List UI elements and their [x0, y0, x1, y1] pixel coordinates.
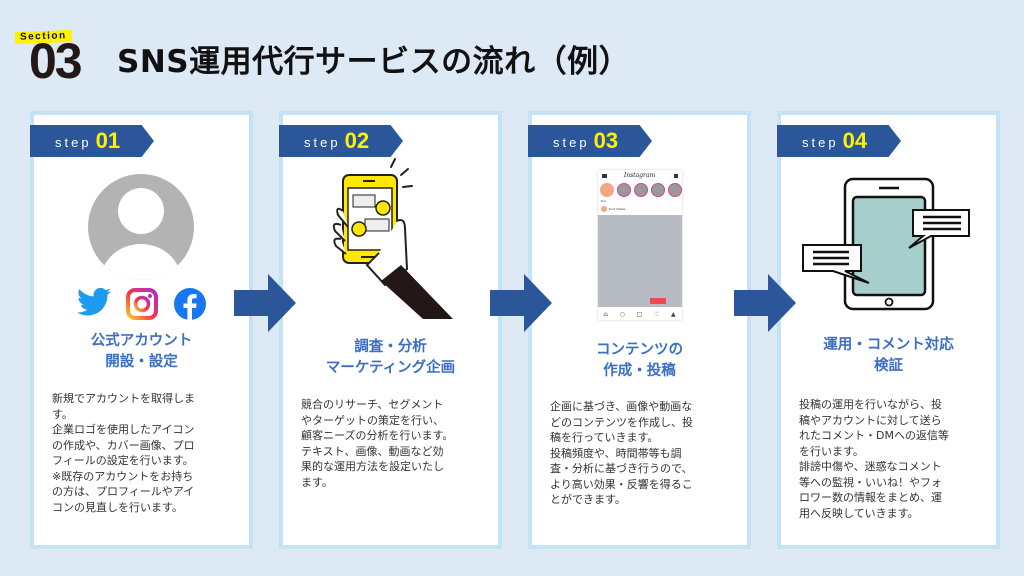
- step-number: 02: [344, 128, 370, 153]
- step-card-3: step 03 Instagram You Your Name ⌂○□♡▲: [528, 111, 751, 549]
- sns-icons: [34, 287, 249, 321]
- next-step-arrow-icon: [734, 274, 796, 332]
- step-description: 企画に基づき、画像や動画などのコンテンツを作成し、投稿を行っていきます。投稿頻度…: [550, 400, 693, 506]
- step-card-4: step 04 運用・コメント対応 検証 投稿の運用を行いながら、投稿やアカウン…: [777, 111, 1000, 549]
- avatar-icon: [88, 174, 194, 280]
- step-heading: 運用・コメント対応 検証: [823, 337, 954, 374]
- step-label: step: [304, 134, 341, 150]
- step-label: step: [55, 134, 92, 150]
- next-step-arrow-icon: [490, 274, 552, 332]
- post-image: [597, 215, 682, 307]
- step-description: 新規でアカウントを取得します。企業ロゴを使用したアイコンの作成や、カバー画像、プ…: [52, 392, 195, 514]
- send-icon: [673, 174, 678, 178]
- hand-holding-phone-icon: [332, 158, 453, 319]
- stories-row: [599, 183, 682, 197]
- section-number: 03: [29, 33, 83, 89]
- tablet-chat-icon: [802, 177, 970, 311]
- step-tab-1: step 01: [30, 125, 154, 157]
- step-description: 競合のリサーチ、セグメントやターゲットの策定を行い、顧客ニーズの分析を行います。…: [301, 398, 454, 489]
- next-step-arrow-icon: [234, 274, 296, 332]
- step-label: step: [802, 134, 839, 150]
- step-tab-4: step 04: [777, 125, 901, 157]
- step-heading: コンテンツの 作成・投稿: [596, 342, 683, 379]
- app-name: Instagram: [623, 172, 656, 179]
- step-tab-3: step 03: [528, 125, 652, 157]
- step-label: step: [553, 134, 590, 150]
- camera-icon: [601, 174, 607, 178]
- tablet-chat-illustration: [781, 177, 996, 321]
- step-tab-2: step 02: [279, 125, 403, 157]
- instagram-feed-mockup: Instagram You Your Name ⌂○□♡▲: [532, 170, 747, 320]
- page-title: SNS運用代行サービスの流れ（例）: [117, 44, 631, 80]
- notification-badge: [649, 298, 666, 304]
- instagram-icon: [125, 288, 158, 320]
- step-heading: 調査・分析 マーケティング企画: [325, 339, 456, 376]
- facebook-icon: [173, 288, 206, 320]
- hand-smartphone-illustration: [283, 153, 498, 327]
- bottom-nav: ⌂○□♡▲: [603, 311, 676, 318]
- step-heading: 公式アカウント 開設・設定: [90, 333, 193, 370]
- step-card-2: step 02 調査・分析 マーケティング企画 競合のリサーチ、セグメントやター…: [279, 111, 502, 549]
- step-number: 03: [593, 128, 619, 153]
- step-description: 投稿の運用を行いながら、投稿やアカウントに対して送られたコメント・DMへの返信等…: [799, 398, 949, 520]
- step-number: 01: [95, 128, 121, 153]
- step-card-1: step 01 公式アカウント 開設・設定 新規でアカウントを取得します。企業ロ…: [30, 111, 253, 549]
- twitter-icon: [76, 287, 111, 316]
- step-number: 04: [842, 128, 868, 153]
- avatar-illustration: [34, 173, 249, 289]
